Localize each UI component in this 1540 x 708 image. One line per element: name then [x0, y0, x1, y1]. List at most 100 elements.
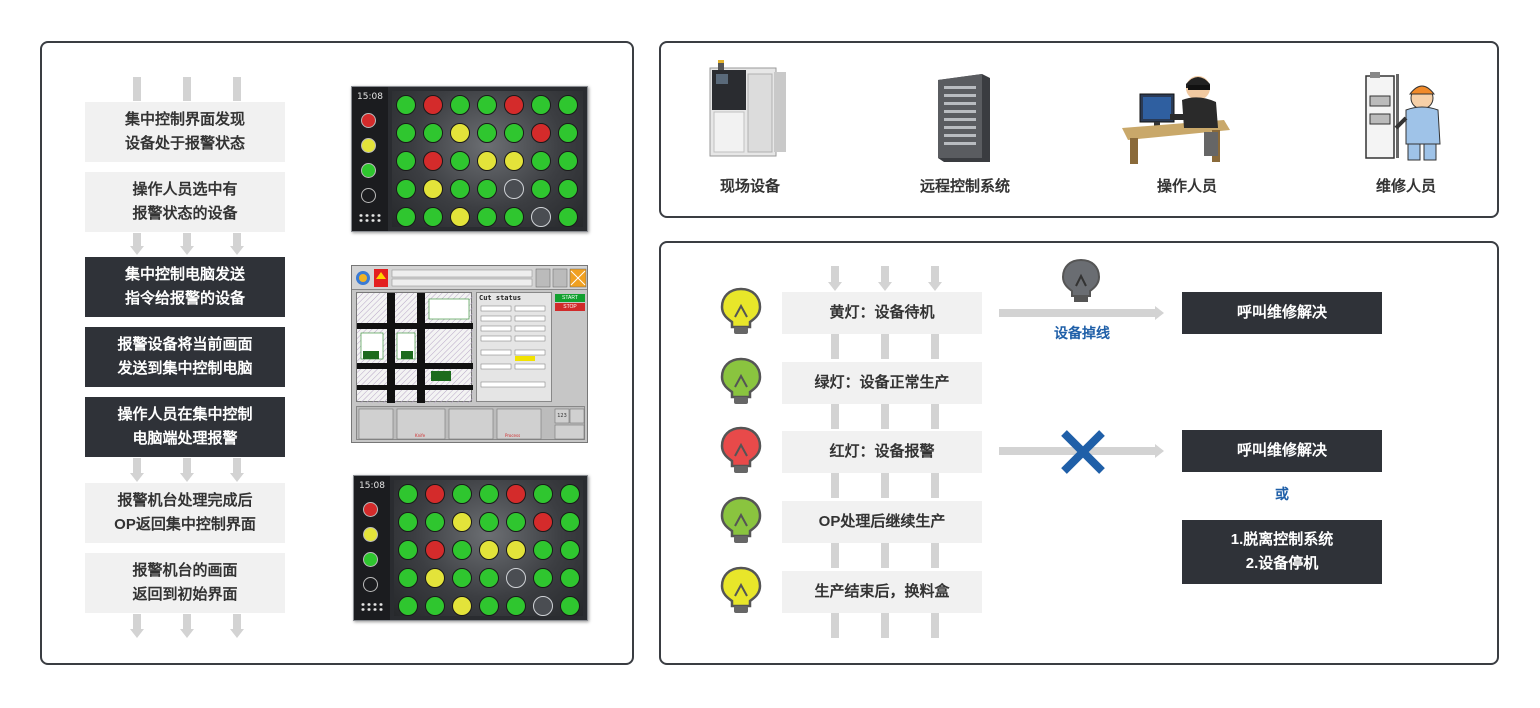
device-status-dot[interactable]	[396, 151, 416, 171]
device-status-dot[interactable]	[396, 207, 416, 227]
device-status-dot[interactable]	[450, 179, 470, 199]
process-step: 集中控制界面发现 设备处于报警状态	[85, 102, 285, 162]
down-arrow-icon	[928, 543, 942, 568]
device-status-dot[interactable]	[506, 484, 526, 504]
device-status-dot[interactable]	[423, 179, 443, 199]
device-status-dot[interactable]	[560, 568, 580, 588]
device-status-dot[interactable]	[452, 512, 472, 532]
device-status-dot[interactable]	[479, 512, 499, 532]
device-status-dot[interactable]	[533, 484, 553, 504]
light-state-label: 绿灯：设备正常生产	[782, 362, 982, 404]
status-filter-dot[interactable]	[363, 502, 378, 517]
device-status-dot[interactable]	[504, 123, 524, 143]
device-status-dot[interactable]	[450, 207, 470, 227]
device-status-dot[interactable]	[423, 95, 443, 115]
device-status-dot[interactable]	[423, 123, 443, 143]
device-status-dot[interactable]	[452, 540, 472, 560]
device-status-dot[interactable]	[558, 207, 578, 227]
device-status-dot[interactable]	[477, 207, 497, 227]
actor-label: 现场设备	[719, 178, 780, 195]
left-arrow-group	[130, 458, 244, 482]
device-status-dot[interactable]	[452, 484, 472, 504]
right-arrow-group	[828, 613, 939, 638]
device-status-dot[interactable]	[531, 179, 551, 199]
device-status-grid	[394, 480, 583, 616]
device-status-dot[interactable]	[504, 151, 524, 171]
device-status-dot[interactable]	[425, 484, 445, 504]
machine-icon	[709, 60, 786, 157]
svg-text:Knife: Knife	[415, 433, 426, 438]
device-status-dot[interactable]	[558, 95, 578, 115]
device-status-dot[interactable]	[531, 95, 551, 115]
device-status-dot[interactable]	[396, 95, 416, 115]
detach-stop-box: 1.脱离控制系统 2.设备停机	[1182, 520, 1382, 584]
device-status-dot[interactable]	[477, 95, 497, 115]
device-status-dot[interactable]	[425, 540, 445, 560]
device-status-dot[interactable]	[558, 123, 578, 143]
device-status-dot[interactable]	[477, 179, 497, 199]
device-status-dot[interactable]	[396, 179, 416, 199]
device-status-dot[interactable]	[425, 568, 445, 588]
right-arrow-group	[828, 334, 939, 359]
process-step: 集中控制电脑发送 指令给报警的设备	[85, 257, 285, 317]
device-status-dot[interactable]	[479, 540, 499, 560]
down-arrow-icon	[828, 543, 842, 568]
status-filter-dot[interactable]	[361, 138, 376, 153]
device-status-dot[interactable]	[533, 568, 553, 588]
status-filter-dot[interactable]	[361, 188, 376, 203]
device-status-dot[interactable]	[506, 540, 526, 560]
device-status-dot[interactable]	[531, 123, 551, 143]
device-status-dot[interactable]	[479, 596, 499, 616]
device-status-dot[interactable]	[423, 207, 443, 227]
down-arrow-icon	[928, 334, 942, 359]
device-status-dot[interactable]	[425, 512, 445, 532]
device-status-dot[interactable]	[450, 95, 470, 115]
server-rack-icon	[938, 74, 990, 162]
status-filter-dot[interactable]	[361, 113, 376, 128]
device-status-dot[interactable]	[479, 484, 499, 504]
device-status-dot[interactable]	[506, 596, 526, 616]
device-status-dot[interactable]	[533, 540, 553, 560]
device-status-dot[interactable]	[450, 151, 470, 171]
device-status-dot[interactable]	[452, 568, 472, 588]
status-filter-dot[interactable]	[363, 527, 378, 542]
device-status-dot[interactable]	[398, 596, 418, 616]
device-status-dot[interactable]	[531, 151, 551, 171]
device-status-dot[interactable]	[450, 123, 470, 143]
status-filter-dot[interactable]	[361, 163, 376, 178]
process-step: 报警机台处理完成后 OP返回集中控制界面	[85, 483, 285, 543]
device-status-dot[interactable]	[477, 123, 497, 143]
arrow-to-repair-1	[999, 306, 1164, 320]
down-arrow-icon	[230, 458, 244, 482]
device-status-dot[interactable]	[398, 512, 418, 532]
device-status-dot[interactable]	[504, 95, 524, 115]
device-status-dot[interactable]	[533, 596, 553, 616]
down-arrow-icon	[180, 614, 194, 638]
device-status-dot[interactable]	[504, 207, 524, 227]
device-status-dot[interactable]	[506, 512, 526, 532]
device-status-dot[interactable]	[506, 568, 526, 588]
device-status-dot[interactable]	[560, 512, 580, 532]
device-status-dot[interactable]	[560, 540, 580, 560]
right-arrow-group	[828, 404, 939, 429]
device-status-dot[interactable]	[558, 151, 578, 171]
device-status-dot[interactable]	[398, 484, 418, 504]
status-filter-dot[interactable]	[363, 577, 378, 592]
device-status-dot[interactable]	[425, 596, 445, 616]
device-status-dot[interactable]	[423, 151, 443, 171]
device-status-dot[interactable]	[477, 151, 497, 171]
device-status-dot[interactable]	[396, 123, 416, 143]
device-status-dot[interactable]	[479, 568, 499, 588]
status-filter-dot[interactable]	[363, 552, 378, 567]
device-status-dot[interactable]	[531, 207, 551, 227]
device-status-dot[interactable]	[560, 484, 580, 504]
process-step: 操作人员选中有 报警状态的设备	[85, 172, 285, 232]
call-repair-box: 呼叫维修解决	[1182, 292, 1382, 334]
device-status-dot[interactable]	[560, 596, 580, 616]
device-status-dot[interactable]	[558, 179, 578, 199]
device-status-dot[interactable]	[533, 512, 553, 532]
device-status-dot[interactable]	[452, 596, 472, 616]
device-status-dot[interactable]	[398, 540, 418, 560]
device-status-dot[interactable]	[398, 568, 418, 588]
device-status-dot[interactable]	[504, 179, 524, 199]
